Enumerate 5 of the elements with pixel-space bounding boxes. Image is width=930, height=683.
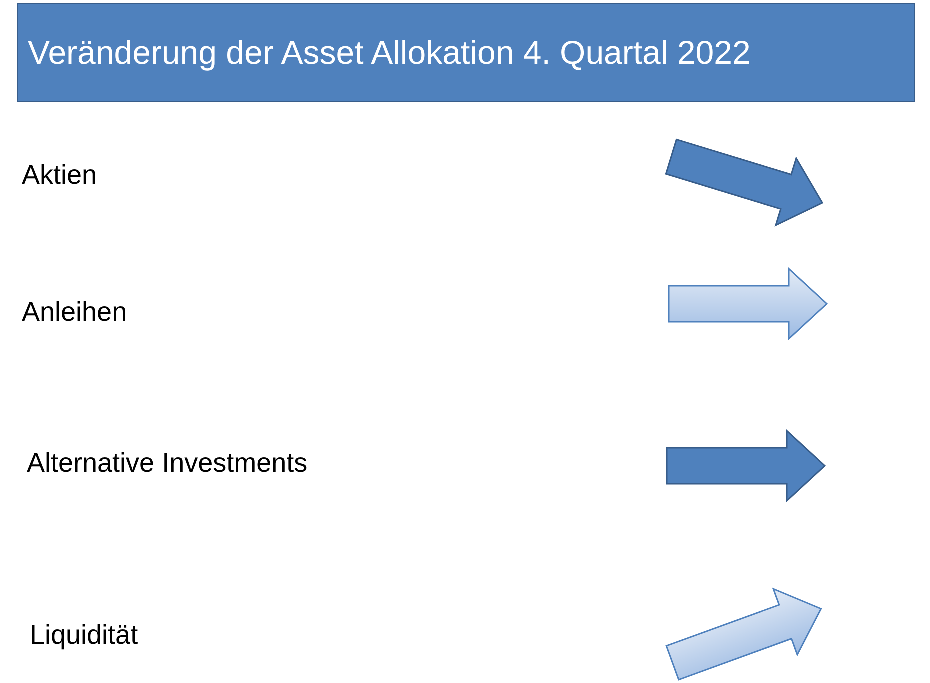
title-banner: Veränderung der Asset Allokation 4. Quartal 2022 [17,3,915,102]
asset-class-label: Liquidität [30,619,138,652]
asset-class-label: Aktien [22,159,98,192]
asset-class-label: Alternative Investments [27,447,308,480]
asset-class-label: Anleihen [22,296,128,329]
